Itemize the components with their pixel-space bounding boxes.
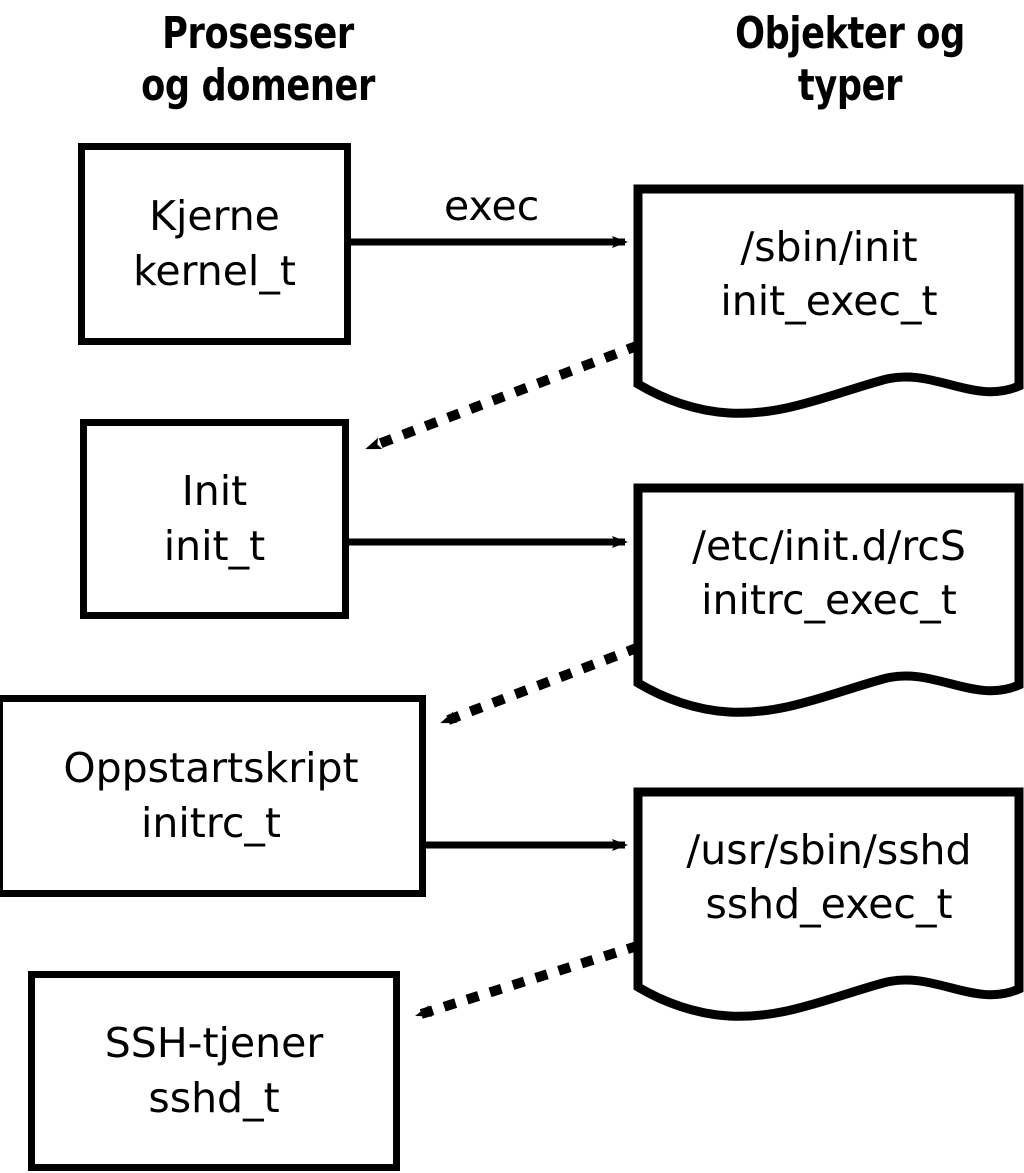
process-box-initrc-line2: initrc_t: [141, 799, 281, 847]
edge-initexec-transition: [361, 340, 641, 455]
edge-initrcexec-transition: [436, 642, 641, 729]
process-box-kernel-line1: Kjerne: [149, 192, 280, 241]
object-doc-sshd-exec[interactable]: /usr/sbin/sshd sshd_exec_t: [633, 787, 1024, 1033]
process-box-initrc-line1: Oppstartskript: [63, 744, 359, 793]
column-header-objects: Objekter og typer: [735, 8, 965, 111]
process-box-initrc[interactable]: Oppstartskript initrc_t: [0, 695, 426, 897]
column-header-processes: Prosesser og domener: [141, 8, 375, 111]
object-doc-initrc-exec[interactable]: /etc/init.d/rcS initrc_exec_t: [633, 483, 1024, 725]
process-box-init-line1: Init: [181, 467, 248, 516]
process-box-kernel-line2: kernel_t: [133, 247, 296, 295]
edge-label-exec: exec: [444, 182, 540, 230]
edge-sshdexec-transition: [411, 940, 641, 1022]
process-box-sshd-line2: sshd_t: [148, 1074, 280, 1122]
process-box-kernel[interactable]: Kjerne kernel_t: [78, 143, 351, 345]
process-box-init[interactable]: Init init_t: [80, 419, 349, 619]
object-doc-init-exec[interactable]: /sbin/init init_exec_t: [633, 184, 1024, 424]
process-box-sshd-line1: SSH-tjener: [104, 1019, 324, 1068]
process-box-init-line2: init_t: [163, 522, 266, 570]
process-box-sshd[interactable]: SSH-tjener sshd_t: [28, 971, 400, 1171]
